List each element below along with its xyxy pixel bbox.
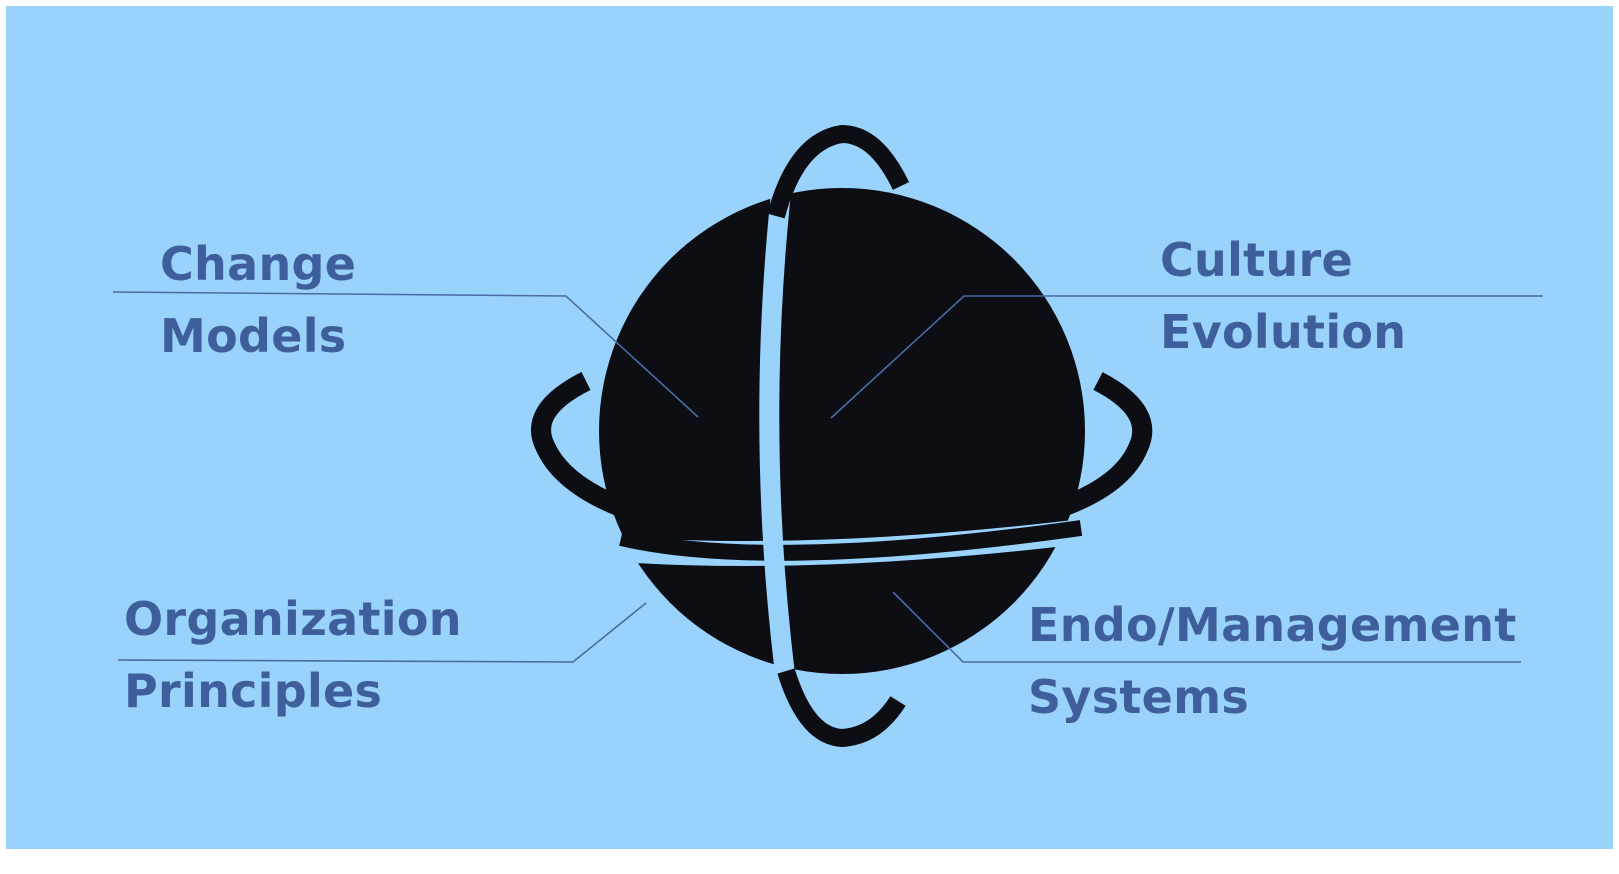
diagram-canvas: Change Models Culture Evolution Organiza… [6,6,1613,849]
label-culture-evolution: Culture Evolution [1160,224,1406,368]
sphere-body [599,188,1085,674]
horizontal-orbit-left [531,372,649,526]
label-organization-principles-line2: Principles [124,664,383,718]
leader-line-organization-principles [117,602,647,663]
label-culture-evolution-line1: Culture [1160,233,1353,287]
label-endo-management-systems-line2: Systems [1028,670,1250,724]
label-change-models-line1: Change [160,237,357,291]
vertical-orbit-bottom [777,668,906,748]
leader-line-endo-management-systems [892,591,1521,663]
leader-line-culture-evolution [830,295,1543,419]
label-organization-principles-line1: Organization [124,592,462,646]
horizontal-orbit-front [619,520,1083,561]
label-organization-principles: Organization Principles [124,583,462,727]
label-endo-management-systems-line1: Endo/Management [1028,598,1517,652]
leader-line-change-models [112,291,699,418]
horizontal-orbit-right [1047,372,1153,521]
label-culture-evolution-line2: Evolution [1160,305,1407,359]
label-change-models-line2: Models [160,309,347,363]
leader-lines [112,291,1543,663]
globe-diagram [112,124,1543,748]
vertical-orbit-top [767,124,910,219]
label-change-models: Change Models [160,228,356,372]
label-endo-management-systems: Endo/Management Systems [1028,589,1517,733]
